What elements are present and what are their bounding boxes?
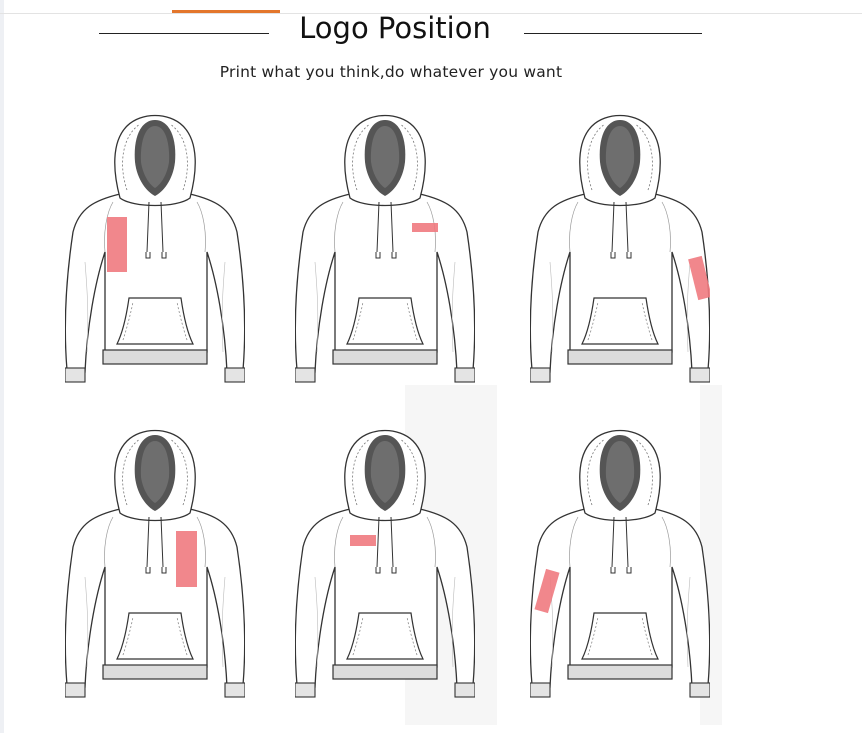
hoodie-2 [295,112,475,387]
hoodie-6 [530,427,710,702]
hoodie-5 [295,427,475,702]
hoodie-illustration [65,427,245,702]
active-tab-indicator [172,10,280,13]
hoodie-illustration [530,112,710,387]
hoodie-1 [65,112,245,387]
logo-placement-marker [534,568,560,614]
hoodie-illustration [295,427,475,702]
hoodie-4 [65,427,245,702]
logo-placement-marker [350,535,376,546]
top-divider [0,13,862,14]
logo-placement-marker [688,255,710,301]
hoodie-3 [530,112,710,387]
hoodie-illustration [530,427,710,702]
title-rule-right [524,33,702,34]
logo-placement-marker [412,223,438,232]
hoodie-illustration [295,112,475,387]
logo-placement-marker [107,217,127,272]
hoodie-illustration [65,112,245,387]
page-title: Logo Position [299,11,491,45]
left-border [0,0,4,733]
page-subtitle: Print what you think,do whatever you wan… [219,63,563,81]
logo-placement-marker [176,531,197,587]
title-rule-left [99,33,269,34]
